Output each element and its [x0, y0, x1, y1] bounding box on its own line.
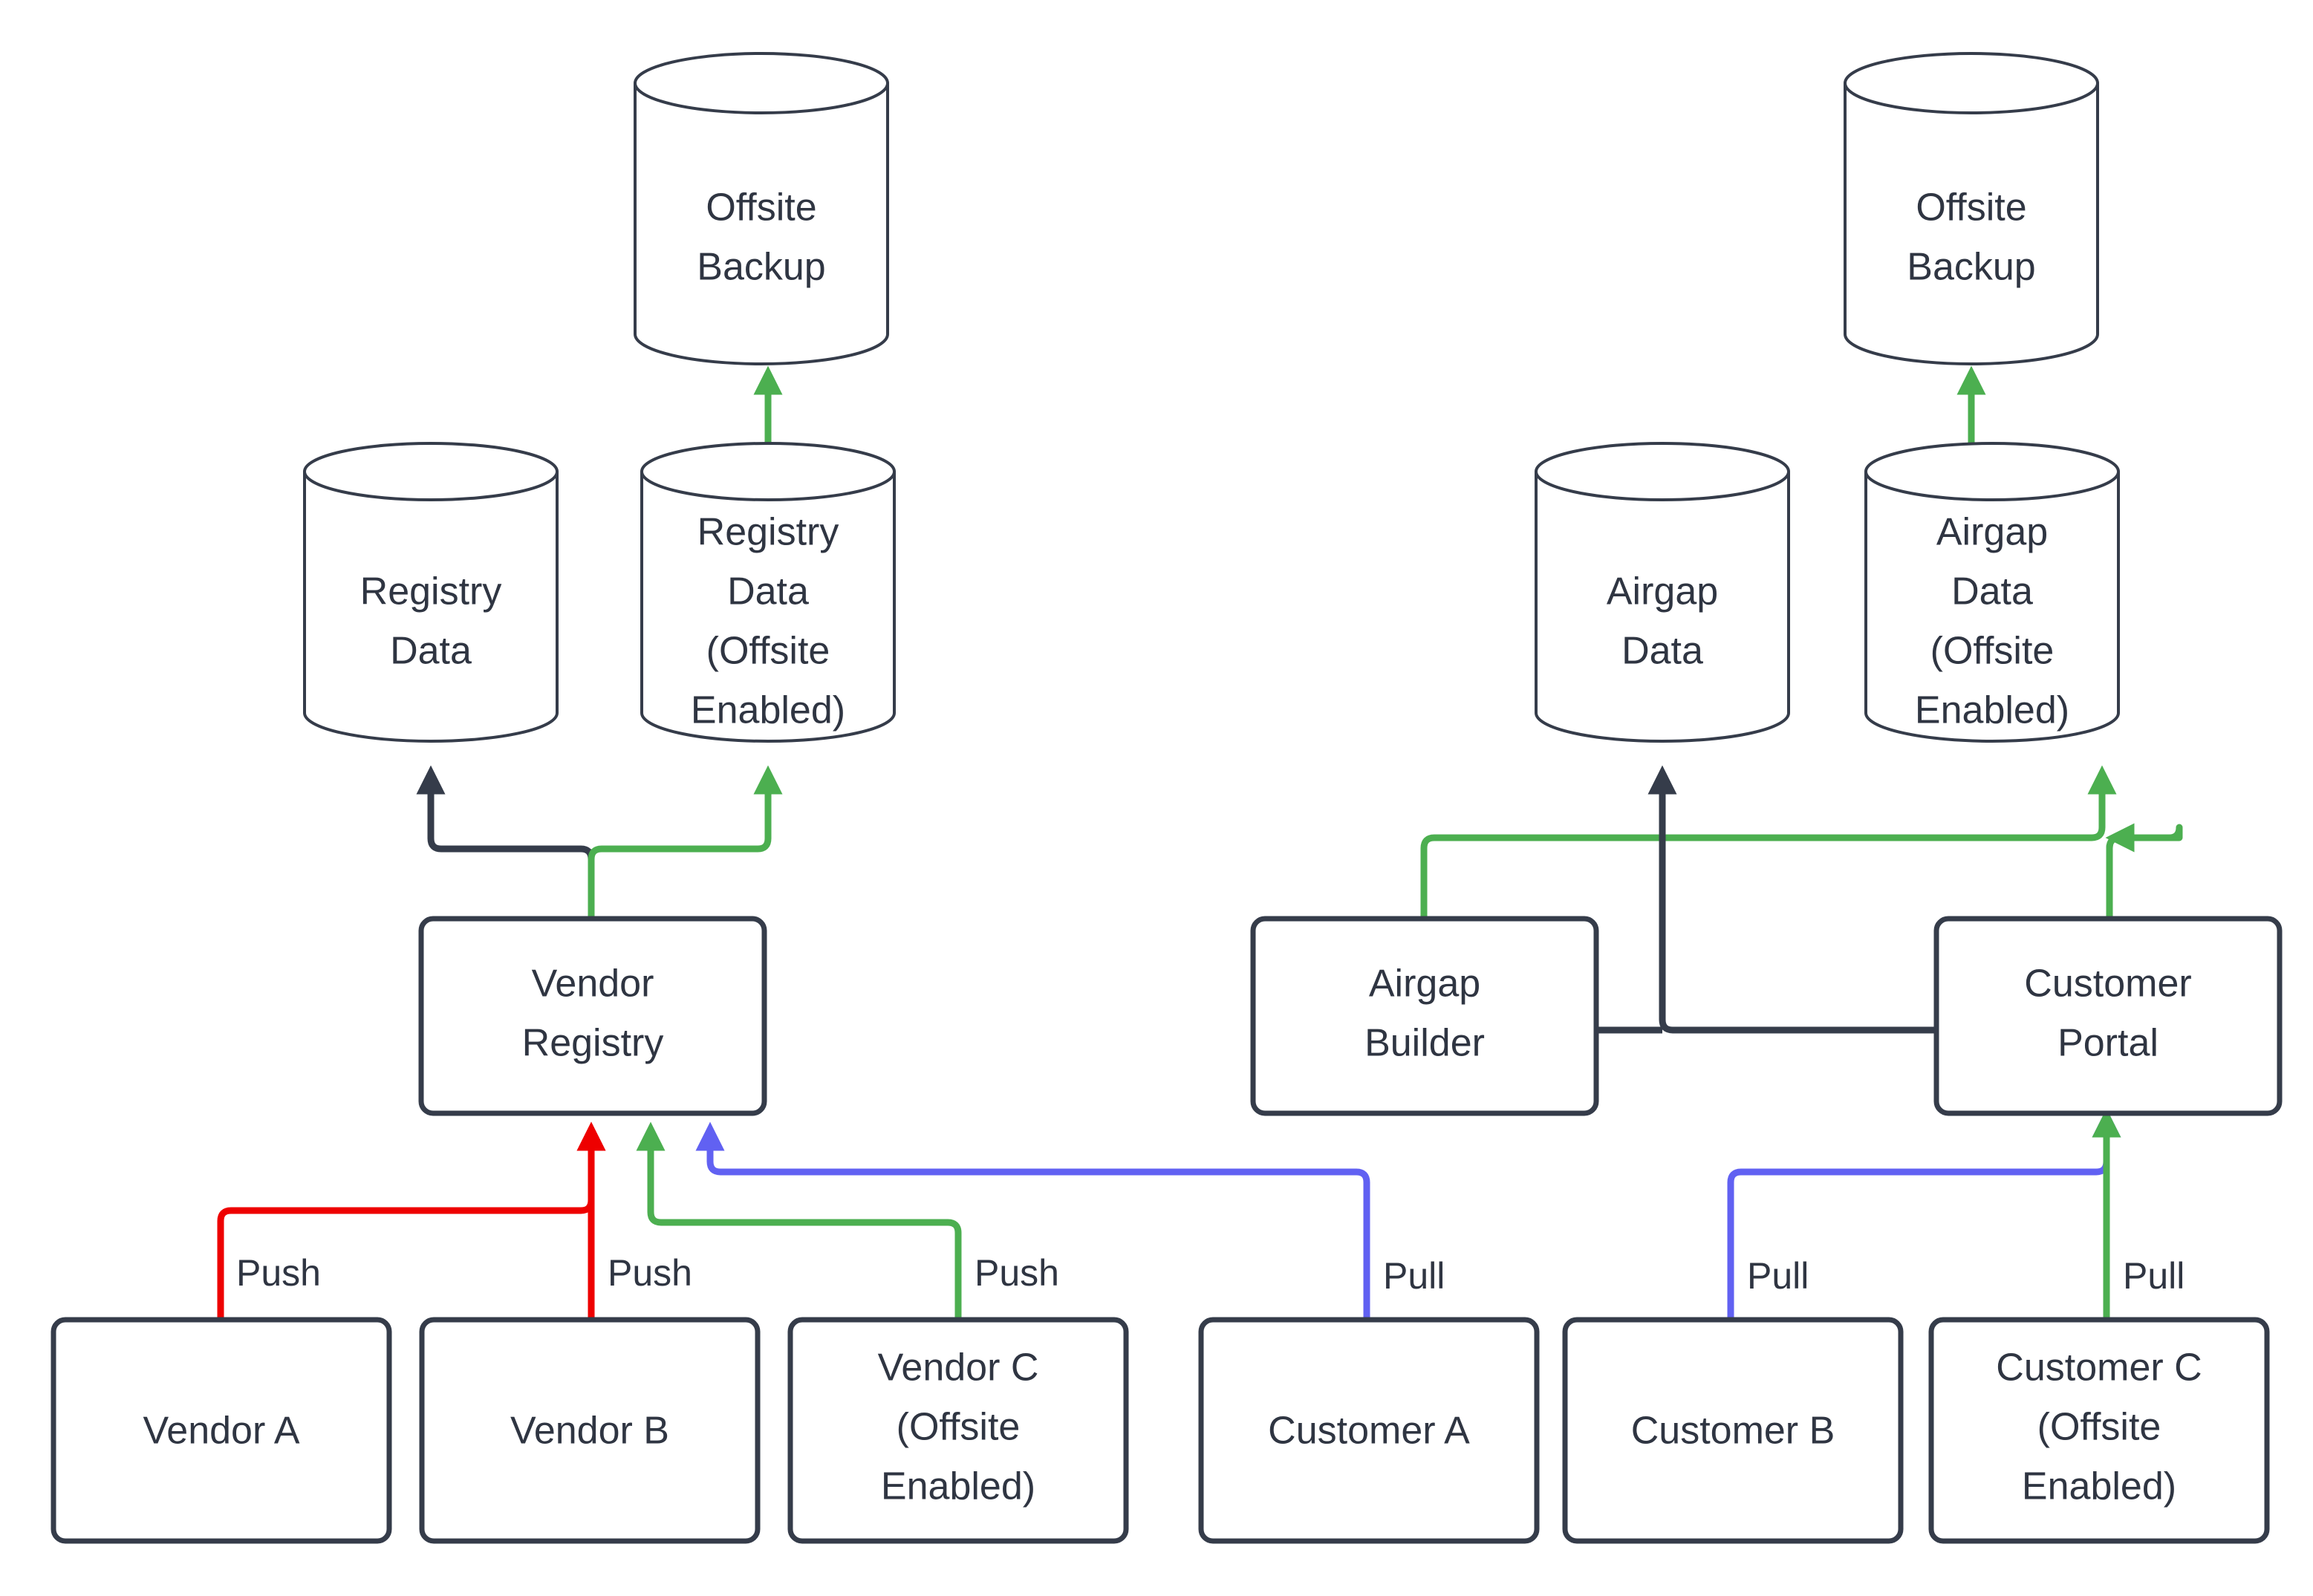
node-label: Customer B — [1631, 1410, 1835, 1453]
node-label: Builder — [1364, 1022, 1485, 1065]
edge-registry-data-offsite — [588, 765, 783, 917]
edge-label-pull-2: Pull — [1747, 1255, 1809, 1297]
node-label: Vendor A — [143, 1410, 299, 1453]
node-label: Enabled) — [1915, 689, 2069, 732]
node-vendor-c[interactable]: Vendor C (Offsite Enabled) — [787, 1317, 1129, 1544]
edge-customer-portal-offsite-branch — [2106, 834, 2169, 917]
node-label: Enabled) — [2022, 1465, 2176, 1508]
node-label: (Offsite — [706, 630, 830, 673]
node-label: Offsite — [1916, 186, 2026, 229]
node-label: Enabled) — [691, 689, 845, 732]
node-vendor-registry[interactable]: Vendor Registry — [418, 916, 767, 1116]
node-label: Customer — [2024, 963, 2191, 1006]
edge-label-push-2: Push — [608, 1252, 692, 1294]
node-label: Portal — [2057, 1022, 2159, 1065]
node-label: Registry — [522, 1022, 664, 1065]
edge-label-push-3: Push — [975, 1252, 1059, 1294]
node-label: Airgap — [1607, 570, 1718, 613]
node-label: Registry — [697, 511, 839, 554]
node-label: Data — [1951, 570, 2033, 613]
node-label: Customer C — [1996, 1346, 2202, 1390]
node-label: Enabled) — [881, 1465, 1035, 1508]
edge-airgap-data — [1647, 765, 1935, 1034]
node-label: (Offsite — [1930, 630, 2055, 673]
node-label: Offsite — [706, 186, 816, 229]
node-label: Vendor — [532, 963, 654, 1006]
edge-registry-data — [416, 765, 595, 917]
node-label: Backup — [1907, 246, 2035, 289]
node-customer-portal[interactable]: Customer Portal — [1933, 916, 2283, 1116]
edge-airgap-builder-offsite — [1420, 765, 2117, 917]
node-registry-data-offsite[interactable]: Registry Data (Offsite Enabled) — [640, 442, 896, 743]
edge-label-pull-1: Pull — [1383, 1255, 1445, 1297]
node-offsite-backup-right[interactable]: Offsite Backup — [1844, 52, 2099, 365]
node-label: (Offsite — [2037, 1406, 2161, 1449]
node-label: Vendor C — [878, 1346, 1039, 1390]
node-label: Airgap — [1936, 511, 2048, 554]
node-label: Backup — [697, 246, 825, 289]
node-label: Data — [727, 570, 809, 613]
node-airgap-data-offsite[interactable]: Airgap Data (Offsite Enabled) — [1864, 442, 2120, 743]
node-airgap-data[interactable]: Airgap Data — [1535, 442, 1790, 743]
node-label: Airgap — [1369, 963, 1480, 1006]
node-label: Data — [1621, 630, 1703, 673]
node-offsite-backup-left[interactable]: Offsite Backup — [634, 52, 889, 365]
node-airgap-builder[interactable]: Airgap Builder — [1250, 916, 1599, 1116]
edge-customer-a-pull — [695, 1121, 1370, 1318]
edge-label-pull-3: Pull — [2123, 1255, 2184, 1297]
node-customer-b[interactable]: Customer B — [1562, 1317, 1904, 1544]
node-label: (Offsite — [897, 1406, 1021, 1449]
node-label: Registry — [360, 570, 502, 613]
edge-label-push-1: Push — [236, 1252, 321, 1294]
node-vendor-b[interactable]: Vendor B — [419, 1317, 761, 1544]
node-registry-data[interactable]: Registry Data — [303, 442, 559, 743]
node-customer-c[interactable]: Customer C (Offsite Enabled) — [1928, 1317, 2270, 1544]
node-label: Data — [390, 630, 472, 673]
node-label: Vendor B — [510, 1410, 669, 1453]
node-label: Customer A — [1268, 1410, 1470, 1453]
node-customer-a[interactable]: Customer A — [1198, 1317, 1540, 1544]
node-vendor-a[interactable]: Vendor A — [51, 1317, 392, 1544]
edge-vendor-c-push — [636, 1121, 962, 1318]
